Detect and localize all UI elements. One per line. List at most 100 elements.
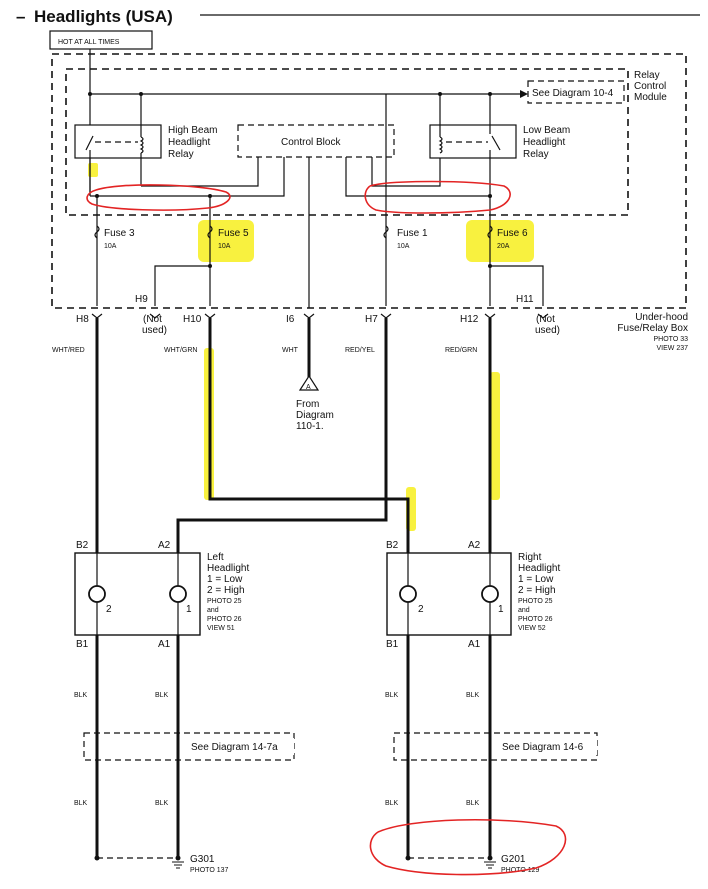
hot-at-all-times-box <box>49 30 153 50</box>
see-diagram-14-6-label: See Diagram 14-6 <box>502 742 584 753</box>
svg-text:PHOTO 26: PHOTO 26 <box>207 616 242 623</box>
svg-text:used): used) <box>535 325 560 336</box>
arrow-right-icon <box>520 90 528 98</box>
fuse-6-label: Fuse 6 20A <box>497 228 528 250</box>
left-ground <box>94 855 184 869</box>
connector-h10: H10 <box>183 314 202 325</box>
right-ground <box>405 855 496 869</box>
svg-text:(Not: (Not <box>536 314 555 325</box>
svg-text:PHOTO 25: PHOTO 25 <box>518 598 553 605</box>
see-diagram-10-4-label: See Diagram 10-4 <box>532 88 614 99</box>
wire-color-blk: BLK <box>74 800 88 807</box>
h11-not-used-label: (Not used) <box>535 314 560 336</box>
wire-color-i6: WHT <box>282 347 299 354</box>
wire-color-blk: BLK <box>466 692 480 699</box>
connector-h9: H9 <box>135 294 148 305</box>
see-diagram-14-7a-bg <box>186 738 294 755</box>
relay-control-module-label: Relay Control Module <box>634 70 667 103</box>
underhood-fuse-relay-box <box>51 53 687 309</box>
svg-text:Fuse 6: Fuse 6 <box>497 228 528 239</box>
right-filament-1: 1 <box>498 604 504 615</box>
left-ground-photo: PHOTO 137 <box>190 867 228 874</box>
left-pin-b2: B2 <box>76 540 89 551</box>
left-filament-2: 2 <box>106 604 112 615</box>
hot-at-all-times-label: HOT AT ALL TIMES <box>58 39 120 46</box>
fuse-3-icon <box>94 225 100 239</box>
svg-text:10A: 10A <box>218 243 231 250</box>
low-beam-relay-box <box>429 124 517 159</box>
right-headlight-label: Right Headlight 1 = Low 2 = High PHOTO 2… <box>518 552 560 632</box>
left-pin-a2: A2 <box>158 540 171 551</box>
connector-h12: H12 <box>460 314 479 325</box>
high-beam-control-wire <box>141 157 259 187</box>
terminal-i6-icon <box>303 313 315 319</box>
svg-text:Headlight: Headlight <box>207 563 249 574</box>
low-beam-switch-contact-icon <box>491 135 501 151</box>
terminal-h7-icon <box>380 313 392 319</box>
svg-text:PHOTO 25: PHOTO 25 <box>207 598 242 605</box>
terminal-h10-icon <box>204 313 216 319</box>
svg-text:110-1.: 110-1. <box>296 421 324 432</box>
right-ground-id: G201 <box>501 854 526 865</box>
offpage-connector-letter: A <box>306 384 311 391</box>
svg-text:and: and <box>207 607 219 614</box>
svg-text:Low Beam: Low Beam <box>523 125 570 136</box>
left-bulb-high-icon <box>88 585 106 603</box>
wire-color-blk: BLK <box>466 800 480 807</box>
svg-text:From: From <box>296 399 319 410</box>
right-bulb-low-icon <box>481 585 499 603</box>
wire-color-h7: RED/YEL <box>345 347 375 354</box>
connector-h8: H8 <box>76 314 89 325</box>
right-ground-icon <box>484 861 496 869</box>
svg-text:Fuse/Relay Box: Fuse/Relay Box <box>617 323 688 334</box>
highlight-red-grn <box>490 372 500 500</box>
svg-text:used): used) <box>142 325 167 336</box>
svg-text:20A: 20A <box>497 243 510 250</box>
svg-text:Right: Right <box>518 552 542 563</box>
wire-color-blk: BLK <box>155 692 169 699</box>
red-circle-g201 <box>369 818 567 876</box>
wire-color-h8: WHT/RED <box>52 347 85 354</box>
svg-text:High Beam: High Beam <box>168 125 217 136</box>
svg-text:2 = High: 2 = High <box>207 585 245 596</box>
see-diagram-10-4-box <box>527 80 625 104</box>
page-title: Headlights (USA) <box>34 7 173 26</box>
h11-branch <box>490 265 544 306</box>
wire-to-right-b2 <box>386 497 410 553</box>
junction-dot <box>208 264 212 268</box>
red-circle-low-beam-output <box>364 180 511 214</box>
left-ground-id: G301 <box>190 854 215 865</box>
svg-text:VIEW 52: VIEW 52 <box>518 625 546 632</box>
svg-text:Under-hood: Under-hood <box>635 312 688 323</box>
svg-text:10A: 10A <box>397 243 410 250</box>
wire-color-blk: BLK <box>385 692 399 699</box>
wire-color-blk: BLK <box>74 692 88 699</box>
high-beam-relay-label: High Beam Headlight Relay <box>168 125 217 160</box>
right-bulb-high-icon <box>399 585 417 603</box>
h9-branch <box>154 265 210 306</box>
svg-text:1 = Low: 1 = Low <box>207 574 243 585</box>
red-circle-high-beam-output <box>86 184 231 211</box>
see-diagram-14-6-box <box>393 732 598 761</box>
svg-text:(Not: (Not <box>143 314 162 325</box>
fuse-symbols <box>94 225 493 239</box>
connector-i6: I6 <box>286 314 295 325</box>
see-diagram-14-7a-label: See Diagram 14-7a <box>191 742 278 753</box>
junction-dot <box>488 194 492 198</box>
right-headlight-internals <box>399 553 499 635</box>
wire-color-h10: WHT/GRN <box>164 347 197 354</box>
terminal-h11-icon <box>537 313 549 319</box>
offpage-connector-icon <box>298 374 320 391</box>
svg-text:10A: 10A <box>104 243 117 250</box>
low-beam-coil-icon <box>438 136 443 154</box>
left-ground-icon <box>172 861 184 869</box>
fuse5-control-wire <box>210 157 285 197</box>
wire-color-blk: BLK <box>155 800 169 807</box>
right-pin-b2: B2 <box>386 540 399 551</box>
terminal-h8-icon <box>91 313 103 319</box>
low-beam-relay-label: Low Beam Headlight Relay <box>523 125 570 160</box>
fuse-1-icon <box>383 225 389 239</box>
svg-text:Fuse 1: Fuse 1 <box>397 228 428 239</box>
highlight-fuse6 <box>466 220 534 262</box>
